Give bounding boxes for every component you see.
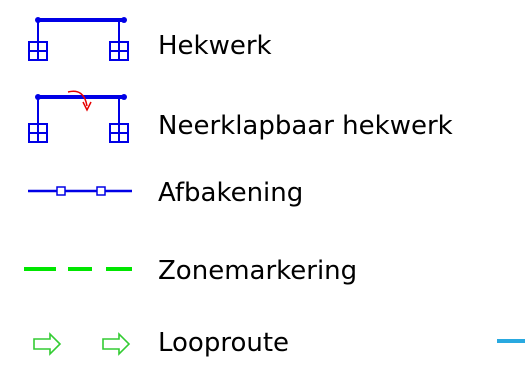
- legend-label-afbakening: Afbakening: [158, 178, 304, 208]
- legend-label-neerklapbaar-hekwerk: Neerklapbaar hekwerk: [158, 111, 453, 141]
- legend-row-afbakening: Afbakening: [0, 160, 525, 220]
- legend-label-looproute: Looproute: [158, 328, 290, 358]
- legend-row-hekwerk: Hekwerk: [0, 0, 525, 61]
- folding-fence-icon: [28, 90, 129, 143]
- walking-arrows-icon: [33, 332, 131, 356]
- boundary-line-icon: [28, 186, 132, 196]
- legend-label-hekwerk: Hekwerk: [158, 31, 272, 61]
- dashed-zone-line-icon: [24, 267, 132, 271]
- fence-icon: [28, 17, 129, 61]
- legend-row-neerklapbaar-hekwerk: Neerklapbaar hekwerk: [0, 80, 525, 143]
- legend-row-looproute: Looproute: [0, 316, 525, 376]
- legend-label-zonemarkering: Zonemarkering: [158, 256, 358, 286]
- legend-row-zonemarkering: Zonemarkering: [0, 240, 525, 300]
- cyan-edge-line: [497, 339, 525, 343]
